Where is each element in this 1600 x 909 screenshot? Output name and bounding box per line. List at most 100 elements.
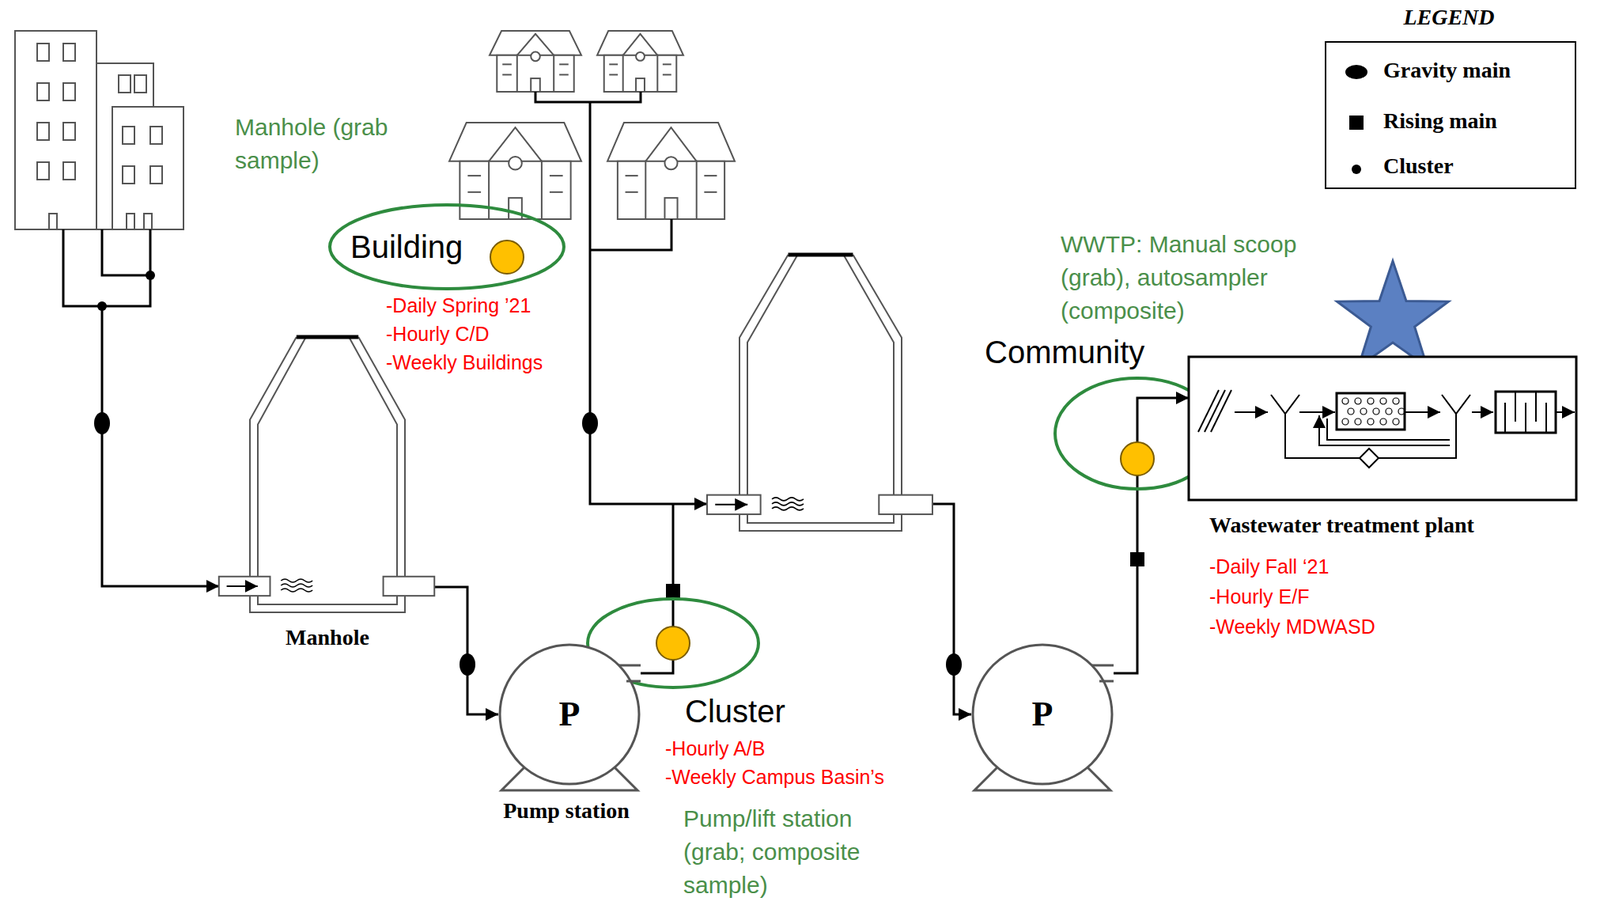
house-window (549, 191, 564, 193)
treatment-plant-box: Wastewater treatment plant (1188, 356, 1577, 500)
house-icon (607, 122, 735, 220)
inlet-arrow (714, 503, 748, 506)
manhole-wall (739, 254, 902, 531)
house-window (625, 174, 639, 177)
sampling-note: WWTP: Manual scoop (grab), autosampler (… (1060, 227, 1306, 328)
legend-symbol (1340, 150, 1373, 182)
pump-casing (972, 644, 1113, 784)
house-door (508, 197, 522, 220)
manhole-outline (249, 336, 405, 613)
legend-text: Rising main (1383, 108, 1498, 134)
plant-box (1188, 356, 1577, 500)
manhole-cover (788, 253, 854, 258)
legend-box: Gravity mainRising mainCluster (1324, 41, 1577, 190)
air-bubble (1392, 418, 1400, 425)
sewer-pipes (63, 91, 972, 715)
wave-stroke (280, 583, 313, 587)
schedule-note: -Weekly MDWASD (1209, 615, 1376, 639)
house-icon (489, 30, 582, 92)
air-bubble (1373, 408, 1380, 415)
window (150, 126, 163, 144)
building-block (112, 106, 184, 230)
wave-stroke (771, 506, 804, 511)
air-bubble (1347, 408, 1355, 415)
house-door (664, 197, 678, 220)
air-bubble (1342, 418, 1349, 425)
house-window (608, 73, 618, 76)
pump-station-node: P (971, 643, 1114, 786)
window (122, 126, 135, 144)
sampling-note: Pump/lift station (grab; composite sampl… (683, 801, 905, 902)
gravity-main-symbol (582, 412, 598, 435)
pump-outlet (618, 665, 641, 681)
schedule-note: -Hourly A/B (665, 737, 765, 761)
rising-main-symbol (665, 583, 681, 598)
house-roof (449, 122, 582, 162)
disinfection-tank (1495, 391, 1556, 433)
houses (449, 30, 735, 220)
door (49, 213, 57, 230)
air-bubble (1367, 397, 1374, 405)
schedule-note: -Hourly E/F (1209, 585, 1309, 609)
node-shape (249, 336, 405, 613)
house-window (467, 191, 481, 193)
node-label: Manhole (285, 624, 370, 651)
house-window (502, 73, 512, 76)
window (37, 83, 50, 101)
rising-main-symbol (1349, 115, 1364, 130)
schedule-note: -Weekly Buildings (385, 351, 543, 375)
baffle (1535, 391, 1537, 422)
pump-letter: P (559, 694, 581, 735)
door (143, 213, 152, 230)
window (118, 75, 131, 93)
house-window (508, 156, 522, 171)
air-bubble (1342, 397, 1349, 405)
bar-screen (1210, 389, 1232, 432)
manhole-node: Manhole (249, 336, 405, 613)
house-window (530, 52, 541, 62)
inlet-arrow (226, 585, 258, 587)
house-window (662, 63, 672, 65)
process-train (1198, 389, 1575, 468)
node-label: Cluster (684, 692, 786, 730)
legend-symbol (1340, 54, 1373, 87)
pipe-connector (1113, 397, 1189, 674)
node-label: Building (350, 228, 463, 265)
cluster-dot (145, 270, 156, 280)
window (122, 166, 135, 184)
house-window (664, 156, 678, 170)
building-block (15, 30, 97, 230)
sampling-ellipse-node: Building (328, 203, 566, 291)
gravity-pipe (102, 306, 220, 587)
air-bubble (1367, 418, 1374, 425)
outlet-box (383, 576, 435, 596)
air-bubble (1380, 418, 1387, 425)
recycle-line (1319, 415, 1450, 446)
water-waves (280, 578, 313, 592)
door (126, 213, 135, 230)
legend-text: Cluster (1383, 153, 1454, 179)
house-door (635, 78, 645, 92)
legend-entry: Rising main (1326, 105, 1575, 137)
cluster-symbol (1351, 164, 1362, 174)
house-window (549, 174, 564, 177)
window (63, 43, 76, 61)
manhole-wall (257, 336, 398, 605)
node-label: Community (984, 333, 1145, 371)
gravity-pipe (63, 229, 151, 307)
house-window (559, 63, 569, 65)
outlet-box (878, 495, 933, 515)
schedule-note: -Daily Spring ’21 (385, 294, 531, 318)
legend-text: Gravity main (1383, 57, 1511, 84)
manhole-wall (249, 336, 405, 613)
clarifier (1270, 394, 1300, 432)
sampling-point (490, 240, 524, 274)
baffle (1545, 402, 1548, 433)
air-bubble (1354, 418, 1362, 425)
window (37, 43, 50, 61)
apartment-buildings (15, 30, 184, 230)
manhole-shape (707, 254, 933, 531)
air-bubble (1398, 408, 1405, 415)
sampling-point (656, 626, 690, 660)
